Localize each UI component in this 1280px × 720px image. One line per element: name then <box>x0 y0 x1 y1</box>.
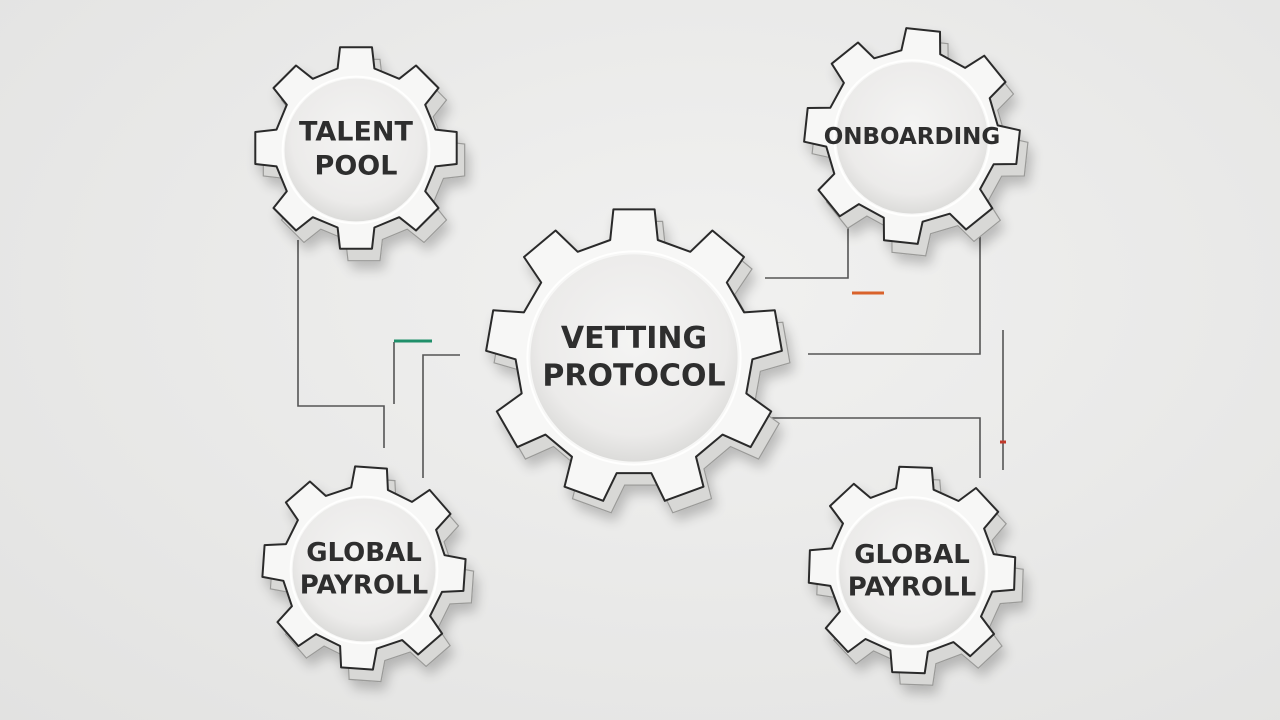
gear-label-line2: POOL <box>315 150 398 181</box>
gear-label-line2: PAYROLL <box>848 572 976 602</box>
gear-talent-pool: TALENT POOL <box>254 46 466 262</box>
gear-label-line1: GLOBAL <box>306 538 422 568</box>
connector-talent-to-payroll <box>297 240 385 448</box>
gear-rim-highlight <box>281 75 431 225</box>
gear-label-line1: VETTING <box>561 321 707 356</box>
gear-rim-highlight <box>289 495 439 645</box>
gear-recess <box>530 254 738 462</box>
gear-recess <box>836 62 988 214</box>
gear-label-line1: ONBOARDING <box>824 124 1001 150</box>
gear-rim-highlight <box>836 496 988 648</box>
gear-global-payroll-left: GLOBAL PAYROLL <box>261 465 475 683</box>
gear-vetting-protocol: VETTING PROTOCOL <box>485 208 791 514</box>
gear-label-line1: TALENT <box>299 117 413 148</box>
gear-recess <box>839 499 985 645</box>
connector-vetting-to-onboarding <box>765 222 849 279</box>
gear-label-line2: PAYROLL <box>300 570 428 600</box>
connector-vetting-to-payroll-left <box>422 354 460 478</box>
gear-recess <box>284 78 428 222</box>
gear-recess <box>292 498 436 642</box>
gear-global-payroll-right: GLOBAL PAYROLL <box>807 465 1024 686</box>
gear-label-line1: GLOBAL <box>854 540 970 570</box>
gear-rim-highlight <box>833 59 991 217</box>
gear-label-line2: PROTOCOL <box>542 358 725 393</box>
gear-onboarding: ONBOARDING <box>803 27 1029 257</box>
connector-vetting-to-payroll-right <box>770 417 981 478</box>
gear-rim-highlight <box>526 250 742 466</box>
connectors <box>297 222 1006 478</box>
connector-vetting-to-onboarding-lower <box>808 222 981 355</box>
